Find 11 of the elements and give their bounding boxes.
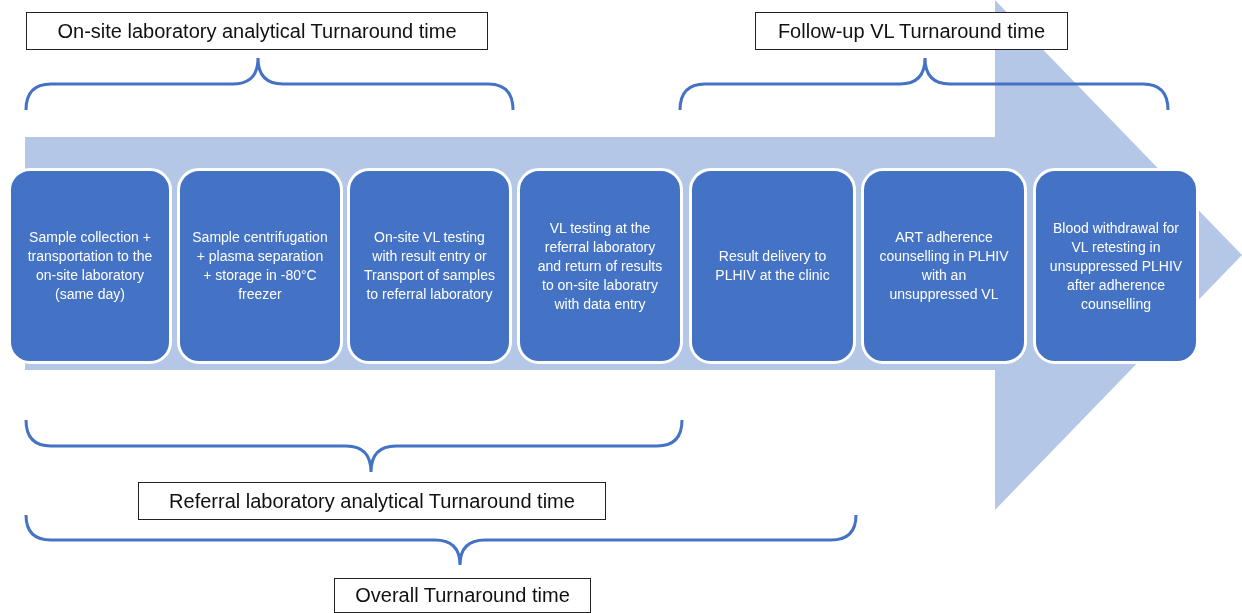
- heading-box: Overall Turnaround time: [334, 578, 591, 613]
- process-box: Sample collection + transportation to the on-site laboratory (same day): [8, 168, 172, 364]
- process-box: Blood withdrawal for VL retesting in unsuppressed PLHIV after adherence counselling: [1033, 168, 1199, 364]
- process-box: ART adherence counselling in PLHIV with an unsuppressed VL: [861, 168, 1027, 364]
- process-box: On-site VL testing with result entry or Transport of samples to referral laboratory: [347, 168, 512, 364]
- process-box: VL testing at the referral laboratory and return of results to on-site laboratry with data entry: [517, 168, 683, 364]
- heading-box: On-site laboratory analytical Turnaround time: [26, 12, 488, 50]
- process-box: Sample centrifugation + plasma separation + storage in -80°C freezer: [177, 168, 343, 364]
- heading-box: Follow-up VL Turnaround time: [755, 12, 1068, 50]
- heading-box: Referral laboratory analytical Turnaround time: [138, 482, 606, 520]
- process-box: Result delivery to PLHIV at the clinic: [689, 168, 856, 364]
